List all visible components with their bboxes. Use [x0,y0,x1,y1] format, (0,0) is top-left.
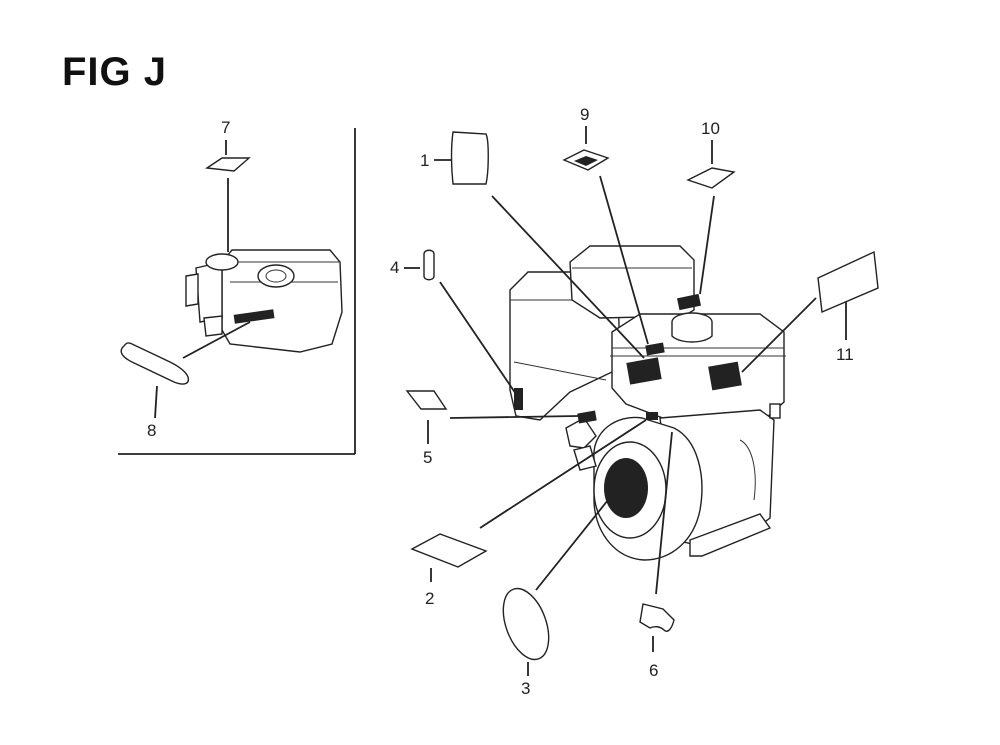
callout-3: 3 [521,679,530,698]
callout-4: 4 [390,258,399,277]
callout-2: 2 [425,589,434,608]
callout-6: 6 [649,661,658,680]
figure-title: FIG J [62,50,168,94]
part-6-label [639,431,675,652]
part-11-label [741,250,879,373]
part-8-label [120,321,251,419]
part-9-label [562,126,649,345]
callout-10: 10 [701,119,720,138]
inset-frame [118,128,356,455]
inset-label-mark [233,309,275,324]
part-4-label [404,249,517,395]
part-5-label [405,390,579,444]
callout-7: 7 [221,118,230,137]
part-10-label [686,140,736,295]
callout-5: 5 [423,448,432,467]
part-2-label [410,419,647,582]
callout-9: 9 [580,105,589,124]
part-7-label [205,140,251,252]
part-3-label [502,499,609,676]
part-1-label [434,131,645,359]
engine-body [509,245,786,561]
air-cleaner-inset [185,249,343,353]
callout-8: 8 [147,421,156,440]
callout-1: 1 [420,151,429,170]
callout-11: 11 [836,345,854,364]
